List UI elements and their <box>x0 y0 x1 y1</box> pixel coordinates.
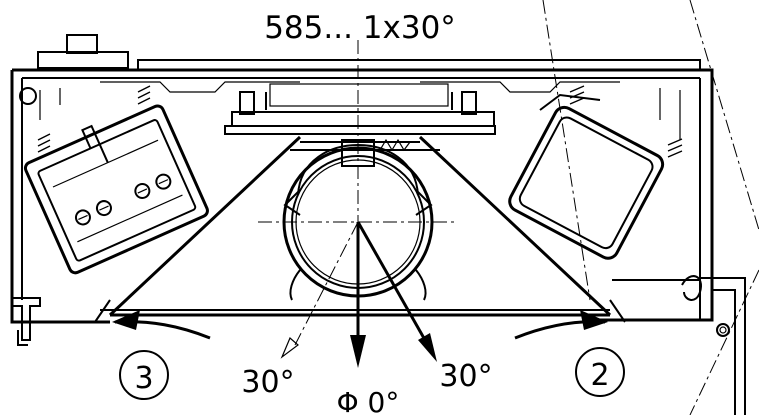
angle-label-left: 30° <box>241 365 294 400</box>
direction-arrows <box>280 221 437 368</box>
construction-lines <box>542 0 759 415</box>
rotation-arrows <box>112 310 608 340</box>
angle-label-right: 30° <box>439 359 492 394</box>
top-clamp <box>224 83 496 135</box>
position-marker-right: 2 <box>575 347 625 397</box>
drawing-title: 585... 1x30° <box>264 10 456 46</box>
angle-label-center: Φ 0° <box>337 386 400 415</box>
angle-lines <box>108 135 612 317</box>
position-marker-left: 3 <box>119 350 169 400</box>
screws <box>37 85 683 158</box>
housing <box>10 34 746 415</box>
position-marker-left-label: 3 <box>134 361 153 396</box>
position-marker-right-label: 2 <box>590 358 609 393</box>
pipe-clamp <box>282 138 440 301</box>
terminal-block <box>23 104 209 275</box>
right-clip <box>539 93 601 111</box>
right-module <box>508 105 665 260</box>
